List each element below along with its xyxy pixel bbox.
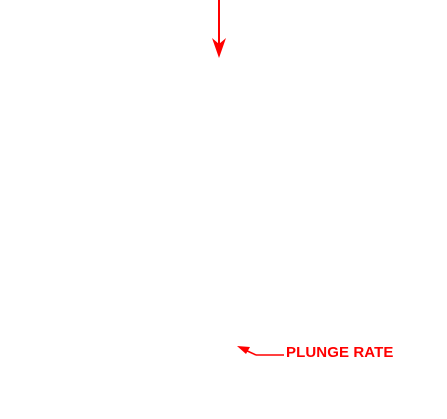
- plunge-rate-label: PLUNGE RATE: [286, 344, 394, 361]
- leader-arrow-head: [237, 346, 250, 354]
- down-arrow-icon: [212, 0, 226, 58]
- up-left-arrow-icon: [237, 346, 284, 356]
- down-arrow-head: [212, 38, 226, 58]
